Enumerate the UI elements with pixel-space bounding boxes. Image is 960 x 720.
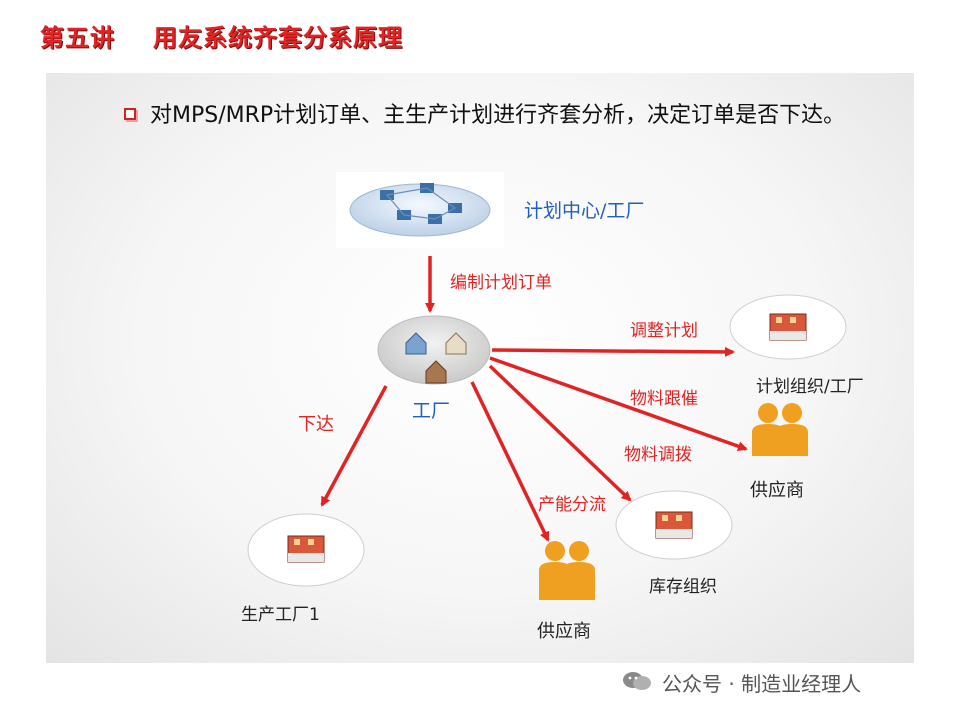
supplier-bottom-icon xyxy=(539,541,595,600)
bullet-icon xyxy=(124,108,136,120)
plan-center-label: 计划中心/工厂 xyxy=(524,200,645,222)
production-plant-icon xyxy=(287,535,325,563)
factory-node xyxy=(377,315,491,385)
edge-label-transfer: 物料调拨 xyxy=(624,445,692,465)
edge-label-compile: 编制计划订单 xyxy=(450,273,552,293)
watermark-text: 公众号 · 制造业经理人 xyxy=(662,672,862,696)
house-icon xyxy=(405,332,467,384)
factory-building-icon xyxy=(769,313,807,341)
plan-org-label: 计划组织/工厂 xyxy=(756,377,864,397)
factory-label: 工厂 xyxy=(412,400,451,422)
wechat-icon xyxy=(623,672,651,690)
slide-title: 第五讲 用友系统齐套分系原理 xyxy=(40,18,403,53)
supplier-bottom-label: 供应商 xyxy=(537,621,591,642)
inventory-org-node xyxy=(615,490,733,560)
edge-label-capacity: 产能分流 xyxy=(538,495,606,515)
warehouse-icon xyxy=(655,511,693,539)
arrow-followup xyxy=(489,356,748,452)
production-factory-label: 生产工厂1 xyxy=(241,605,320,625)
arrow-capacity xyxy=(470,381,550,542)
lecture-number: 第五讲 xyxy=(40,24,115,52)
arrow-adjust xyxy=(491,346,735,357)
edge-label-followup: 物料跟催 xyxy=(630,389,698,409)
edge-label-release: 下达 xyxy=(298,414,334,435)
arrow-release xyxy=(320,385,388,507)
lecture-topic: 用友系统齐套分系原理 xyxy=(153,24,403,52)
watermark: 公众号 · 制造业经理人 xyxy=(622,668,861,697)
supplier-right-label: 供应商 xyxy=(750,480,804,501)
inventory-org-label: 库存组织 xyxy=(649,577,717,597)
arrow-transfer xyxy=(488,364,632,502)
heading-text: 对MPS/MRP计划订单、主生产计划进行齐套分析，决定订单是否下达。 xyxy=(150,103,846,128)
supplier-right-icon xyxy=(752,403,808,456)
arrows xyxy=(320,256,748,542)
edge-label-adjust: 调整计划 xyxy=(630,321,698,341)
plan-center-node xyxy=(336,172,504,248)
production-factory-node xyxy=(247,513,365,587)
network-icon xyxy=(380,183,462,224)
plan-org-node xyxy=(729,294,847,360)
